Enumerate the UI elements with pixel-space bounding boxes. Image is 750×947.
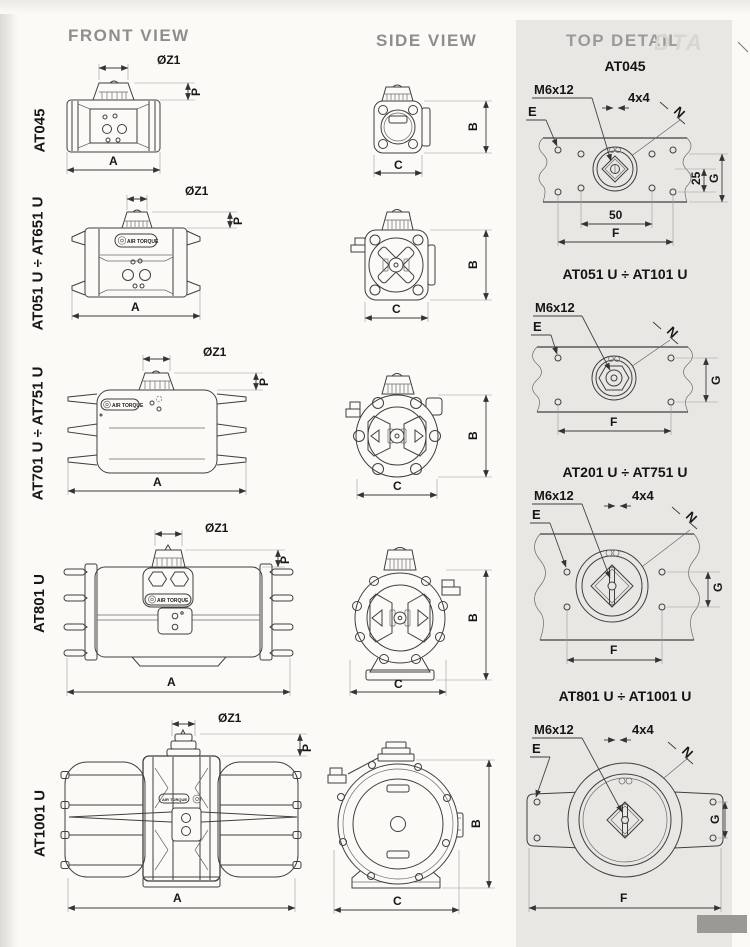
dim-label-z1: ØZ1 [218, 711, 242, 725]
dim-label-c: C [394, 677, 403, 691]
row-label-at801u: AT801 U [31, 574, 48, 633]
front-view-drawing-at051u: ØZ1 P AIR TORQUE A [71, 184, 245, 320]
label-m6x12: M6x12 [534, 488, 574, 503]
label-e: E [528, 104, 537, 119]
dim-label-a: A [167, 675, 176, 689]
front-view-drawing-at701u: ØZ1 P AIR TORQUE A [67, 345, 271, 495]
label-4x4: 4x4 [632, 722, 654, 737]
side-view-drawing-at051u: B C [350, 209, 492, 322]
top-detail-title-at051u: AT051 U ÷ AT101 U [562, 266, 688, 282]
dim-label-p: P [300, 744, 314, 752]
dim-label-c: C [393, 894, 402, 908]
top-detail-drawing-at801u: M6x12 4x4 E N G F [526, 722, 728, 912]
dim-label-f: F [610, 415, 617, 429]
brand-logo-text: AIR TORQUE [162, 797, 187, 802]
brand-logo-text: AIR TORQUE [112, 403, 144, 409]
dim-label-z1: ØZ1 [203, 345, 227, 359]
dim-label-c: C [393, 479, 402, 493]
page-edge-shading [0, 0, 18, 947]
dim-label-g: G [711, 583, 725, 592]
label-n: N [683, 509, 700, 526]
dim-label-b: B [466, 431, 480, 440]
row-label-at045: AT045 [31, 108, 49, 153]
side-view-drawing-at045: B C [373, 84, 492, 177]
top-detail-drawing-at045: M6x12 E 4x4 N 25 G 50 F [526, 82, 728, 246]
top-detail-drawing-at051u: M6x12 E N G F [531, 300, 723, 435]
watermark-text: DTA [654, 30, 704, 55]
brand-logo-text: AIR TORQUE [127, 239, 159, 245]
label-e: E [532, 741, 541, 756]
dim-label-z1: ØZ1 [185, 184, 209, 198]
dim-label-p: P [278, 556, 292, 564]
dim-label-a: A [109, 154, 118, 168]
dim-label-z1: ØZ1 [157, 53, 181, 67]
dim-label-c: C [394, 158, 403, 172]
dim-label-b: B [466, 260, 480, 269]
dim-label-a: A [173, 891, 182, 905]
top-detail-title-at045: AT045 [604, 58, 646, 74]
label-m6x12: M6x12 [534, 722, 574, 737]
front-view-drawing-at801u: ØZ1 P AIR TORQUE A [63, 521, 294, 696]
tie-rods [60, 771, 302, 869]
column-header-front-view: FRONT VIEW [68, 26, 190, 45]
label-m6x12: M6x12 [535, 300, 575, 315]
dim-label-p: P [189, 88, 203, 96]
row-label-at1001u: AT1001 U [31, 789, 49, 858]
dim-label-a: A [131, 300, 140, 314]
dim-label-b: B [469, 819, 483, 828]
row-label-at701u: AT701 U ÷ AT751 U [29, 366, 47, 501]
dim-label-f: F [610, 643, 617, 657]
front-view-drawing-at1001u: ØZ1 P AIR TORQUE A [60, 711, 314, 912]
label-n: N [679, 744, 696, 761]
label-4x4: 4x4 [632, 488, 654, 503]
brand-logo-text: AIR TORQUE [157, 598, 189, 604]
label-n: N [671, 104, 688, 121]
dim-label-g: G [708, 815, 722, 824]
page-corner-block [697, 915, 747, 933]
dim-label-50: 50 [609, 208, 623, 222]
dim-label-a: A [153, 475, 162, 489]
page-edge-shading-top [0, 0, 750, 14]
dim-label-b: B [466, 613, 480, 622]
top-detail-drawing-at201u: M6x12 4x4 E N G F [530, 488, 725, 664]
dim-label-25: 25 [689, 171, 703, 185]
label-e: E [532, 507, 541, 522]
tie-rod-bullets [63, 568, 294, 657]
row-label-at051u: AT051 U ÷ AT651 U [29, 196, 47, 331]
dim-label-z1: ØZ1 [205, 521, 229, 535]
dim-label-p: P [257, 378, 271, 386]
front-view-drawing-at045: ØZ1 P A [66, 53, 203, 174]
dim-label-f: F [620, 891, 627, 905]
column-header-top-detail: TOP DETAIL [566, 31, 681, 50]
side-view-drawing-at801u: B C [349, 547, 492, 696]
dim-label-p: P [231, 217, 245, 225]
label-n: N [664, 324, 681, 341]
dim-label-c: C [392, 302, 401, 316]
side-view-drawing-at701u: B C [345, 373, 492, 499]
label-4x4: 4x4 [628, 90, 650, 105]
top-detail-title-at801u: AT801 U ÷ AT1001 U [558, 688, 692, 704]
dim-label-b: B [466, 122, 480, 131]
side-view-drawing-at1001u: B C [327, 741, 495, 914]
top-detail-title-at201u: AT201 U ÷ AT751 U [562, 464, 688, 480]
dim-label-g: G [707, 174, 721, 183]
page-corner-tick [737, 41, 749, 53]
dim-label-g: G [709, 376, 723, 385]
label-m6x12: M6x12 [534, 82, 574, 97]
column-header-side-view: SIDE VIEW [376, 31, 478, 50]
label-e: E [533, 319, 542, 334]
dim-label-f: F [612, 226, 619, 240]
